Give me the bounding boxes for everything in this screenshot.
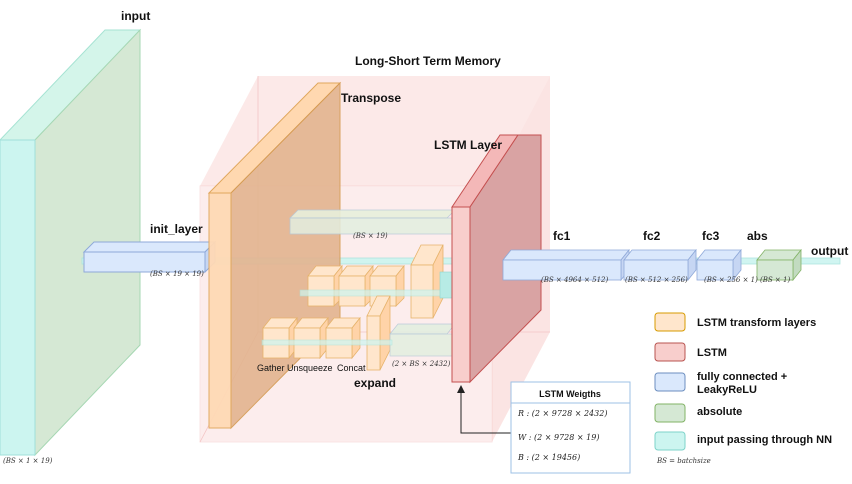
label-unsqueeze: Unsqueeze bbox=[287, 363, 333, 373]
dim-fc2: (BS × 512 × 256) bbox=[625, 276, 688, 284]
label-concat: Concat bbox=[337, 363, 366, 373]
dim-abs: (BS × 1) bbox=[760, 276, 790, 284]
weight-b: B : (2 × 19456) bbox=[517, 453, 580, 462]
fc3-block bbox=[696, 248, 742, 282]
label-fc1: fc1 bbox=[553, 229, 571, 243]
abs-block bbox=[756, 248, 802, 282]
label-abs: abs bbox=[747, 229, 768, 243]
legend-label-input: input passing through NN bbox=[697, 434, 832, 446]
weights-arrow bbox=[457, 385, 511, 434]
input-block bbox=[0, 28, 142, 457]
label-gather: Gather bbox=[257, 363, 285, 373]
label-fc2: fc2 bbox=[643, 229, 661, 243]
legend-item-transform: LSTM transform layers bbox=[654, 312, 816, 332]
lstm-weights-title: LSTM Weigths bbox=[539, 389, 601, 399]
dim-init: (BS × 19 × 19) bbox=[150, 270, 204, 278]
dim-expand: (2 × BS × 2432) bbox=[392, 360, 451, 368]
label-transpose: Transpose bbox=[341, 91, 401, 105]
legend-item-lstm: LSTM bbox=[654, 342, 727, 362]
label-input: input bbox=[121, 9, 150, 23]
label-output: output bbox=[811, 244, 848, 258]
legend-item-input: input passing through NN bbox=[654, 431, 832, 451]
dim-input: (BS × 1 × 19) bbox=[3, 457, 53, 465]
legend-label-fc: fully connected + LeakyReLU bbox=[697, 371, 790, 396]
legend-note: BS = batchsize bbox=[656, 457, 711, 465]
label-expand: expand bbox=[354, 376, 396, 390]
legend-label-lstm: LSTM bbox=[697, 347, 727, 359]
legend-label-absolute: absolute bbox=[697, 406, 742, 418]
transform-blocks-upper bbox=[299, 244, 461, 319]
dim-fc1: (BS × 4964 × 512) bbox=[541, 276, 608, 284]
legend: LSTM transform layers LSTM fully connect… bbox=[654, 312, 832, 465]
transform-blocks-lower bbox=[261, 295, 456, 371]
legend-item-fc: fully connected + LeakyReLU bbox=[654, 371, 790, 396]
dim-bypass: (BS × 19) bbox=[353, 232, 388, 240]
legend-label-transform: LSTM transform layers bbox=[697, 317, 816, 329]
label-lstm-layer: LSTM Layer bbox=[434, 138, 502, 152]
weight-r: R : (2 × 9728 × 2432) bbox=[517, 409, 607, 418]
legend-item-absolute: absolute bbox=[654, 403, 742, 423]
dim-fc3: (BS × 256 × 1) bbox=[704, 276, 758, 284]
legend-label-fc-line2: LeakyReLU bbox=[697, 384, 757, 396]
init-layer-block bbox=[82, 240, 217, 274]
bypass-block bbox=[289, 209, 456, 235]
lstm-weights-box: LSTM Weigths R : (2 × 9728 × 2432) W : (… bbox=[510, 381, 631, 474]
label-memory-title: Long-Short Term Memory bbox=[355, 54, 501, 68]
fc2-block bbox=[623, 248, 697, 282]
label-fc3: fc3 bbox=[702, 229, 720, 243]
weight-w: W : (2 × 9728 × 19) bbox=[518, 433, 599, 442]
label-init-layer: init_layer bbox=[150, 222, 203, 236]
legend-label-fc-line1: fully connected + bbox=[697, 371, 787, 383]
